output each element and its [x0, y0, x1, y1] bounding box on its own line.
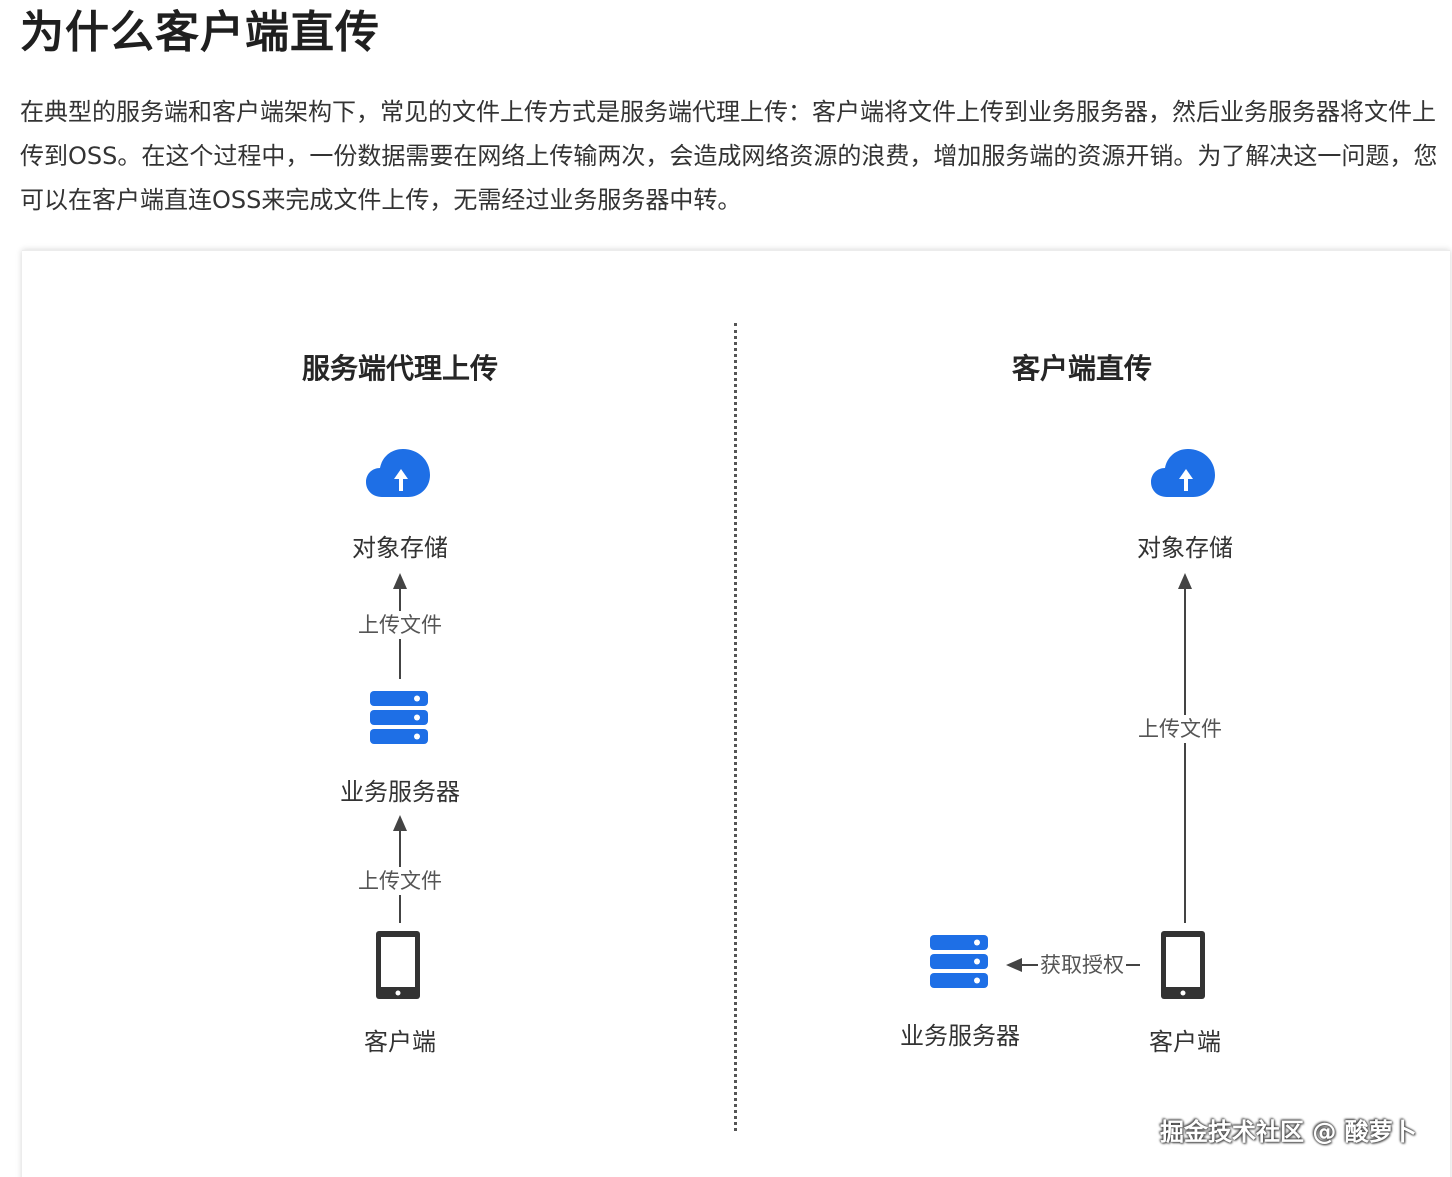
cloud-upload-icon [366, 449, 430, 497]
left-edge-label-top: 上传文件 [358, 611, 442, 639]
page-heading: 为什么客户端直传 [20, 7, 380, 58]
cloud-upload-icon [1151, 449, 1215, 497]
right-edge-line-vertical [1184, 587, 1186, 923]
left-edge-label-bottom: 上传文件 [358, 867, 442, 895]
left-arrow-head-top [393, 573, 407, 589]
right-edge-label-auth: 获取授权 [1038, 951, 1126, 979]
right-client-label: 客户端 [1075, 1025, 1295, 1059]
left-storage-label: 对象存储 [290, 531, 510, 565]
intro-paragraph: 在典型的服务端和客户端架构下，常见的文件上传方式是服务端代理上传：客户端将文件上… [20, 98, 1438, 214]
right-server-label: 业务服务器 [850, 1019, 1070, 1053]
right-panel-title: 客户端直传 [1011, 352, 1152, 385]
server-icon [930, 935, 988, 988]
left-server-label: 业务服务器 [290, 775, 510, 809]
server-icon [370, 691, 428, 744]
right-storage-label: 对象存储 [1075, 531, 1295, 565]
right-arrow-head-left [1006, 958, 1022, 972]
left-client-label: 客户端 [290, 1025, 510, 1059]
mobile-phone-icon [1161, 931, 1205, 999]
diagram-card: 服务端代理上传 对象存储 上传文件 业务服务器 上传文件 [22, 250, 1450, 1177]
right-arrow-head-up [1178, 573, 1192, 589]
panel-divider [734, 323, 737, 1131]
left-arrow-head-bottom [393, 815, 407, 831]
watermark: 掘金技术社区 @ 酸萝卜 [1160, 1118, 1417, 1146]
left-panel-title: 服务端代理上传 [301, 352, 498, 385]
right-edge-label-upload: 上传文件 [1138, 715, 1222, 743]
mobile-phone-icon [376, 931, 420, 999]
